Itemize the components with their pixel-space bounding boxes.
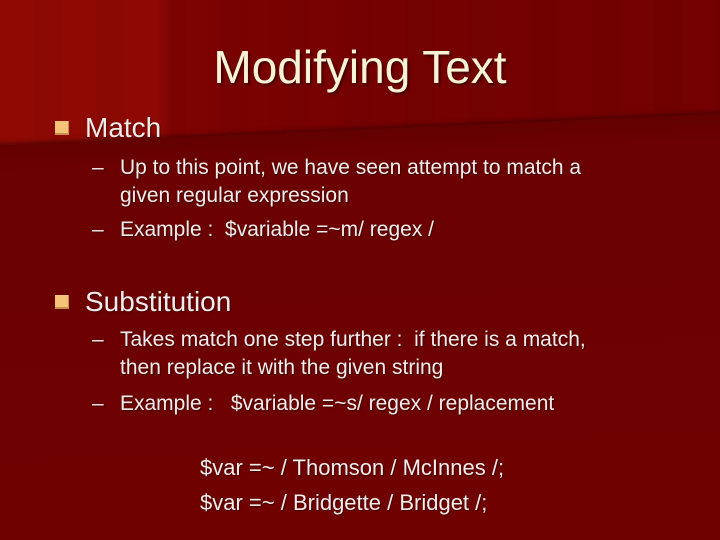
code-line: $var =~ / Thomson / McInnes /; (200, 455, 505, 480)
sub-bullet-text: Example : $variable =~m/ regex / (120, 216, 712, 244)
sub-bullet-line: Example : $variable =~s/ regex / replace… (120, 392, 555, 415)
slide-title: Modifying Text (213, 41, 507, 93)
code-line: $var =~ / Bridgette / Bridget /; (200, 490, 488, 515)
sub-bullet-text: Example : $variable =~s/ regex / replace… (120, 390, 712, 418)
sub-bullet: – Up to this point, we have seen attempt… (92, 154, 712, 210)
sub-bullet: – Example : $variable =~m/ regex / (92, 216, 712, 244)
square-bullet-icon (55, 295, 69, 309)
bullet-label: Substitution (85, 286, 232, 317)
sub-bullet: – Example : $variable =~s/ regex / repla… (92, 390, 712, 418)
dash-bullet-icon: – (92, 392, 104, 415)
sublist-match: – Up to this point, we have seen attempt… (92, 154, 712, 244)
sub-bullet-text: Takes match one step further : if there … (120, 326, 712, 382)
bullet-label: Match (85, 112, 162, 143)
bullet-substitution: Substitution (55, 286, 231, 318)
sub-bullet-line: given regular expression (120, 184, 349, 207)
sub-bullet-line: Example : $variable =~m/ regex / (120, 218, 434, 241)
sub-bullet-line: then replace it with the given string (120, 356, 444, 379)
sub-bullet-line: Takes match one step further : if there … (120, 328, 586, 351)
bullet-match: Match (55, 112, 161, 144)
sub-bullet: – Takes match one step further : if ther… (92, 326, 712, 382)
sublist-substitution: – Takes match one step further : if ther… (92, 326, 712, 418)
dash-bullet-icon: – (92, 328, 104, 351)
sub-bullet-text: Up to this point, we have seen attempt t… (120, 154, 712, 210)
dash-bullet-icon: – (92, 156, 104, 179)
dash-bullet-icon: – (92, 218, 104, 241)
square-bullet-icon (55, 121, 69, 135)
sub-bullet-line: Up to this point, we have seen attempt t… (120, 156, 582, 179)
code-example-block: $var =~ / Thomson / McInnes /; $var =~ /… (200, 450, 504, 520)
